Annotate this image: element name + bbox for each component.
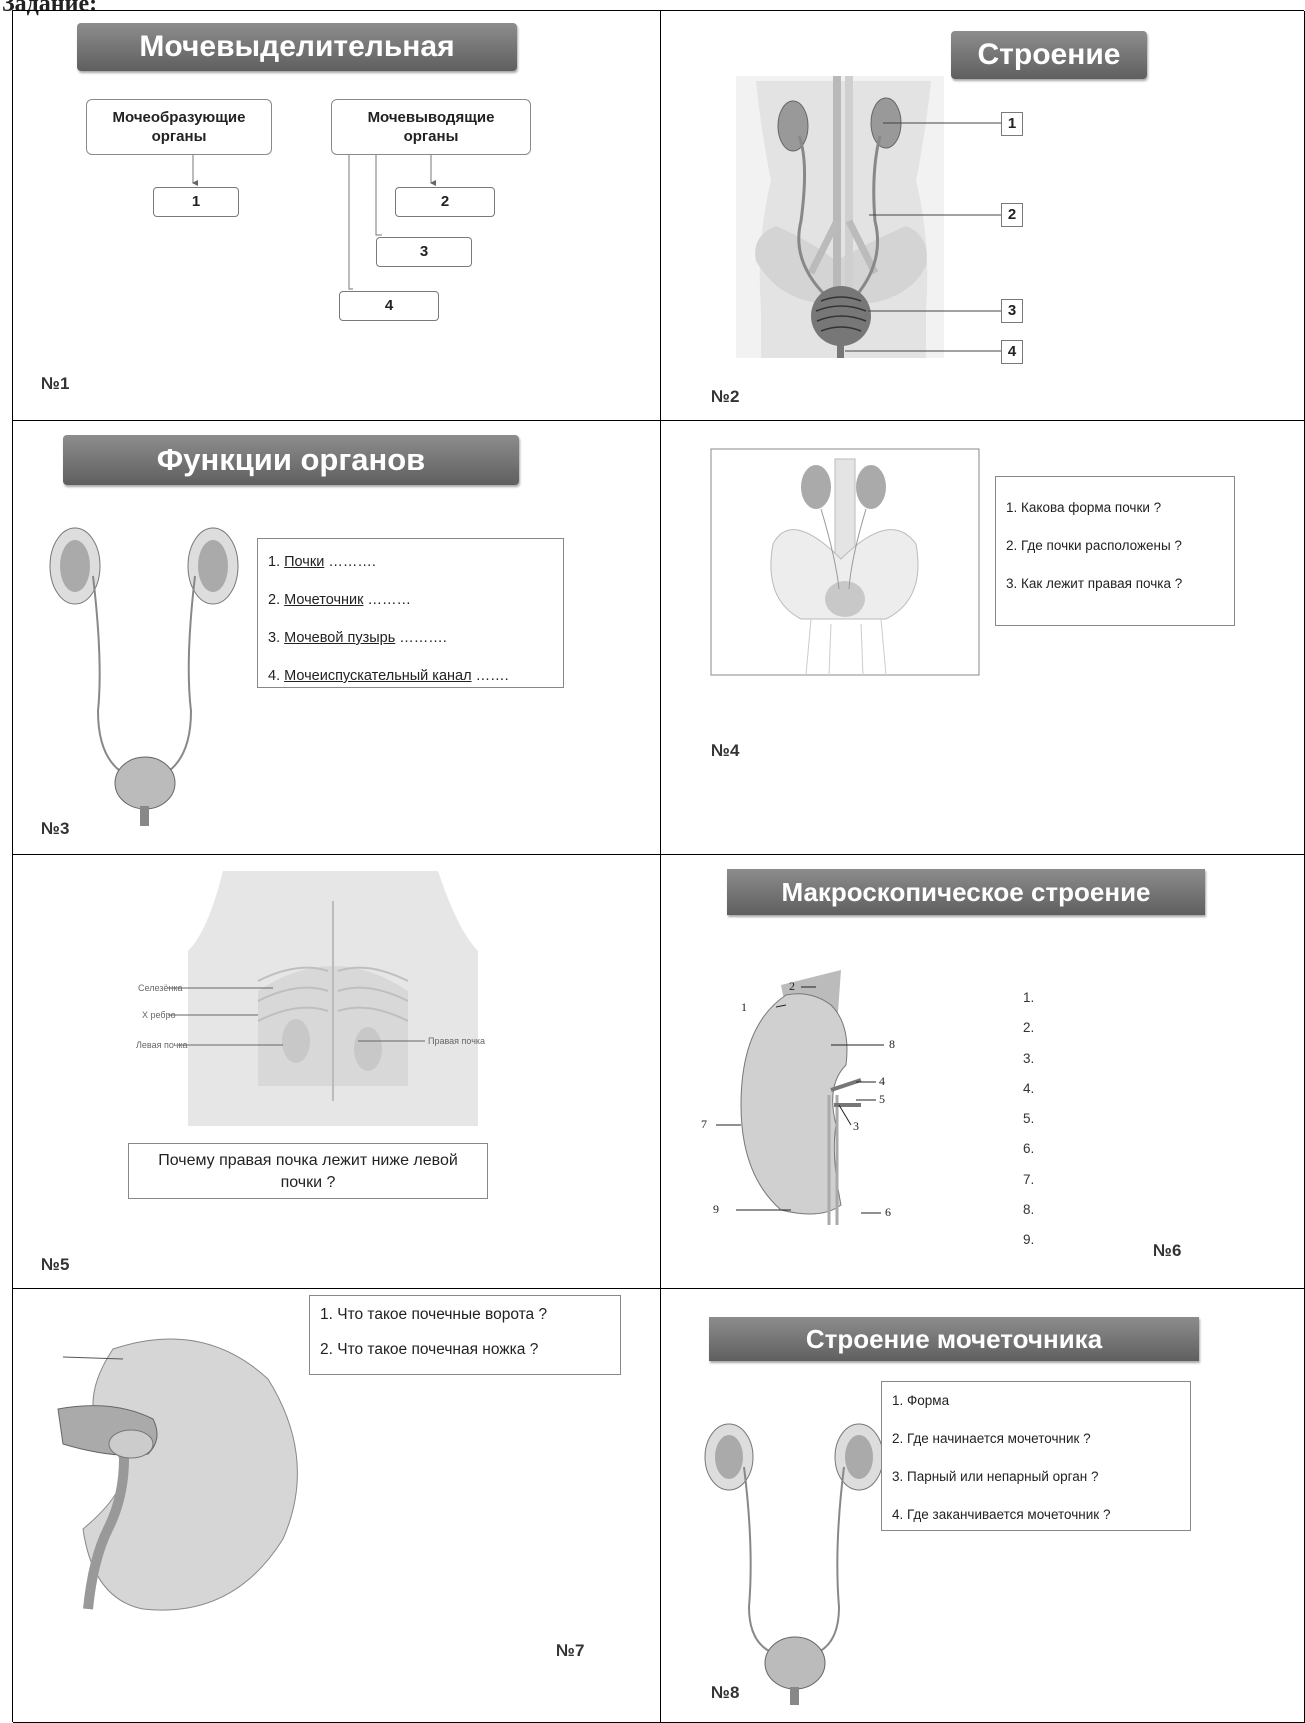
kidney-position-question: Почему правая почка лежит ниже левой поч… (128, 1143, 488, 1199)
slot-1: 1 (153, 187, 239, 217)
slide-4-number: №4 (711, 741, 739, 761)
kidney-question-3: 3. Как лежит правая почка ? (1006, 565, 1234, 603)
kidney-question-2: 2. Где почки расположены ? (1006, 527, 1234, 565)
callout-6: 6 (885, 1205, 891, 1220)
list-item: 9. (1023, 1225, 1034, 1255)
slide-2: Строение 1 2 3 4 №2 (661, 11, 1305, 421)
callout-1: 1 (741, 1000, 747, 1015)
structure-label-3: 3 (1001, 299, 1023, 323)
structure-label-4: 4 (1001, 340, 1023, 364)
list-item: 5. (1023, 1104, 1034, 1134)
label-left-kidney: Левая почка (136, 1040, 187, 1050)
ureter-question-4: 4. Где заканчивается мочеточник ? (892, 1496, 1190, 1534)
organ-functions-list: 1. Почки ………. 2. Мочеточник ……… 3. Мочев… (257, 538, 564, 688)
callout-5: 5 (879, 1092, 885, 1107)
structure-label-2: 2 (1001, 203, 1023, 227)
function-item-3: 3. Мочевой пузырь ………. (268, 619, 563, 657)
label-x-rib: X ребро (142, 1010, 176, 1020)
list-item: 1. (1023, 983, 1034, 1013)
hilum-questions-box: 1. Что такое почечные ворота ? 2. Что та… (309, 1295, 621, 1375)
slot-4: 4 (339, 291, 439, 321)
callout-3: 3 (853, 1119, 859, 1134)
slide-8-number: №8 (711, 1683, 739, 1703)
urinary-organs-illustration (43, 521, 283, 821)
slides-table: Мочевыделительная Мочеобразующие органы … (12, 10, 1304, 1722)
slide-7-number: №7 (556, 1641, 584, 1661)
slot-3: 3 (376, 237, 472, 267)
kidney-questions-box: 1. Какова форма почки ? 2. Где почки рас… (995, 476, 1235, 626)
urinary-system-anatomy-illustration (661, 11, 1305, 421)
slide-8-title: Строение мочеточника (709, 1317, 1199, 1361)
function-item-4: 4. Мочеиспускательный канал ……. (268, 657, 563, 695)
slide-2-number: №2 (711, 387, 739, 407)
slide-1: Мочевыделительная Мочеобразующие органы … (13, 11, 661, 421)
label-right-kidney: Правая почка (428, 1036, 485, 1046)
callout-7: 7 (701, 1117, 707, 1132)
back-kidneys-illustration: Селезёнка X ребро Левая почка Правая поч… (188, 871, 478, 1126)
callout-2: 2 (789, 979, 795, 994)
list-item: 4. (1023, 1074, 1034, 1104)
slide-8: Строение мочеточника 1. Форма 2. Где нач… (661, 1289, 1305, 1723)
callout-4: 4 (879, 1074, 885, 1089)
slide-3: Функции органов 1. Почки ………. 2. Мочеточ… (13, 421, 661, 855)
kidney-hilum-illustration (53, 1329, 313, 1629)
label-spleen: Селезёнка (138, 983, 183, 993)
slot-2: 2 (395, 187, 495, 217)
slide-6-number: №6 (1153, 1241, 1181, 1261)
slide-3-number: №3 (41, 819, 69, 839)
function-item-1: 1. Почки ………. (268, 543, 563, 581)
slide-5-number: №5 (41, 1255, 69, 1275)
callout-8: 8 (889, 1037, 895, 1052)
ureter-questions-box: 1. Форма 2. Где начинается мочеточник ? … (881, 1381, 1191, 1531)
ureter-question-1: 1. Форма (892, 1382, 1190, 1420)
slide-7: 1. Что такое почечные ворота ? 2. Что та… (13, 1289, 661, 1723)
slide-1-arrows (13, 11, 661, 421)
list-item: 7. (1023, 1165, 1034, 1195)
hilum-question-1: 1. Что такое почечные ворота ? (320, 1296, 620, 1334)
ureter-illustration (699, 1417, 899, 1707)
structure-label-1: 1 (1001, 112, 1023, 136)
list-item: 3. (1023, 1044, 1034, 1074)
function-item-2: 2. Мочеточник ……… (268, 581, 563, 619)
kidney-cross-section-illustration (701, 965, 911, 1255)
list-item: 8. (1023, 1195, 1034, 1225)
slide-5: Селезёнка X ребро Левая почка Правая поч… (13, 855, 661, 1289)
slide-6: Макроскопическое строение 1 2 3 4 5 6 7 (661, 855, 1305, 1289)
list-item: 6. (1023, 1134, 1034, 1164)
callout-9: 9 (713, 1202, 719, 1217)
kidneys-pelvis-illustration (711, 449, 979, 675)
structure-number-list: 1. 2. 3. 4. 5. 6. 7. 8. 9. (1023, 983, 1034, 1256)
ureter-question-3: 3. Парный или непарный орган ? (892, 1458, 1190, 1496)
list-item: 2. (1023, 1013, 1034, 1043)
slide-6-title: Макроскопическое строение (727, 869, 1205, 915)
slide-1-number: №1 (41, 374, 69, 394)
ureter-question-2: 2. Где начинается мочеточник ? (892, 1420, 1190, 1458)
hilum-question-2: 2. Что такое почечная ножка ? (320, 1334, 620, 1366)
slide-3-title: Функции органов (63, 435, 519, 485)
slide-4: 1. Какова форма почки ? 2. Где почки рас… (661, 421, 1305, 855)
kidney-question-1: 1. Какова форма почки ? (1006, 489, 1234, 527)
